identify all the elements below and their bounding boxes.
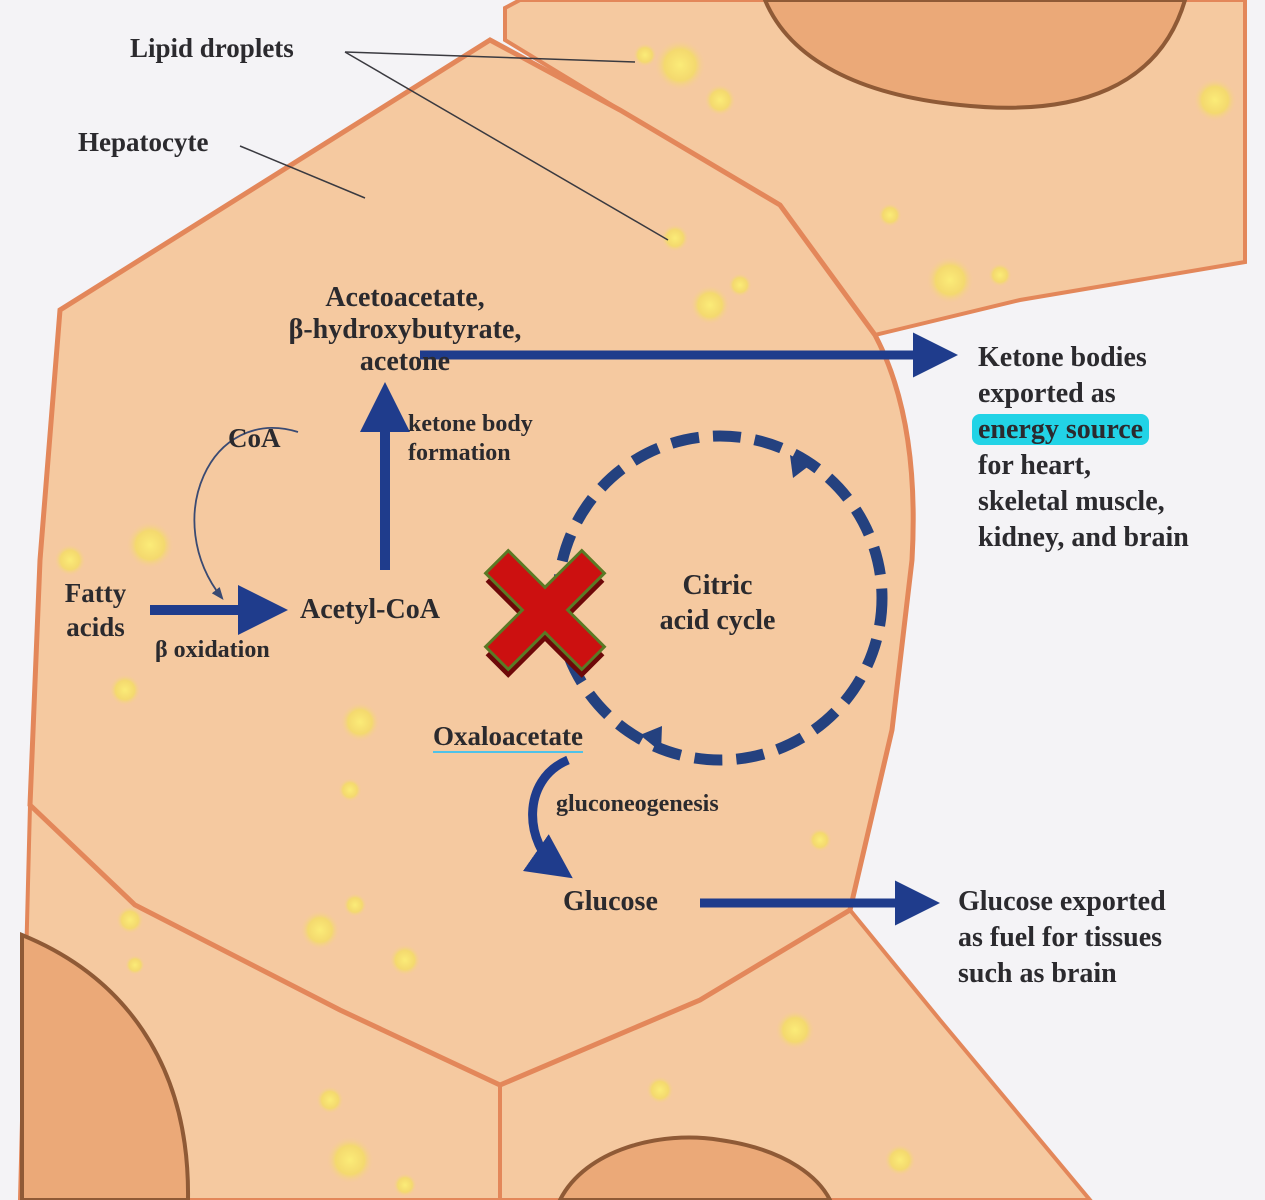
cycle-arrowhead-top	[790, 455, 810, 478]
ketone-formation-line-1: ketone body	[408, 411, 533, 437]
label-ketone-export: Ketone bodies exported as energy source …	[972, 340, 1189, 556]
label-gluconeogenesis: gluconeogenesis	[556, 791, 719, 817]
ketones-line-1: Acetoacetate,	[325, 282, 485, 313]
leader-lines	[239, 51, 669, 241]
cycle-arrowhead-bottom	[640, 726, 662, 752]
label-coa: CoA	[228, 423, 281, 453]
pathway-arrows	[150, 332, 958, 926]
energy-source-highlight: energy source	[972, 414, 1150, 445]
nucleus-top	[762, 0, 1188, 110]
oxaloacetate-text: Oxaloacetate	[433, 721, 583, 753]
cell-layer	[17, 0, 1247, 1200]
label-hepatocyte: Hepatocyte	[78, 127, 209, 157]
label-ketone-bodies-products: Acetoacetate, β-hydroxybutyrate, acetone	[245, 282, 565, 378]
fatty-acids-line-1: Fatty	[64, 578, 127, 608]
ketones-line-2: β-hydroxybutyrate,	[288, 314, 522, 345]
label-oxaloacetate: Oxaloacetate	[433, 720, 583, 753]
ketone-export-line-6: kidney, and brain	[978, 522, 1189, 553]
glucose-export-line-3: such as brain	[958, 958, 1117, 989]
nucleus-bottom	[557, 1135, 833, 1200]
label-citric-acid-cycle: Citric acid cycle	[635, 568, 800, 638]
label-lipid-droplets: Lipid droplets	[130, 33, 294, 63]
citric-line-1: Citric	[682, 570, 753, 601]
nucleus-left	[20, 932, 191, 1200]
label-glucose: Glucose	[563, 886, 658, 917]
glucose-export-line-2: as fuel for tissues	[958, 922, 1163, 953]
ketone-export-line-1: Ketone bodies	[978, 342, 1147, 373]
label-fatty-acids: Fatty acids	[48, 576, 143, 644]
ketone-export-line-3: energy source	[972, 412, 1189, 448]
ketone-formation-line-2: formation	[408, 440, 511, 466]
ketones-line-3: acetone	[359, 346, 451, 377]
coa-input-arrow	[193, 427, 299, 600]
ketone-export-line-5: skeletal muscle,	[978, 486, 1165, 517]
citric-line-2: acid cycle	[659, 605, 776, 636]
label-ketone-body-formation: ketone body formation	[408, 410, 533, 468]
label-beta-oxidation: β oxidation	[155, 637, 270, 663]
ketone-export-line-4: for heart,	[978, 450, 1091, 481]
gluconeogenesis-arrow	[522, 755, 573, 879]
label-glucose-export: Glucose exported as fuel for tissues suc…	[958, 884, 1166, 992]
label-acetyl-coa: Acetyl-CoA	[300, 594, 440, 625]
glucose-export-line-1: Glucose exported	[958, 886, 1166, 917]
blocked-pathway-x-icon	[483, 548, 607, 678]
lipid-droplets	[54, 39, 1237, 1197]
ketone-export-line-2: exported as	[978, 378, 1116, 409]
fatty-acids-line-2: acids	[66, 612, 125, 642]
